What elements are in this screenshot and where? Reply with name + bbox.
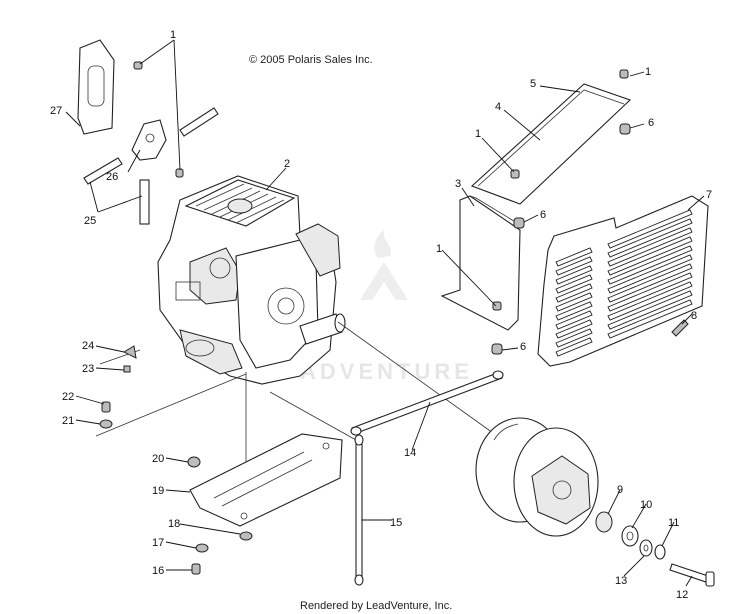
part-27-bracket	[77, 39, 115, 135]
grille-slot	[555, 256, 593, 276]
callout-14: 14	[404, 447, 416, 459]
part-16-bolt	[191, 563, 201, 575]
part-12-bolt	[669, 563, 715, 587]
part-3-bracket	[440, 195, 523, 331]
callout-6-a: 6	[648, 117, 654, 129]
grille-slot	[555, 301, 593, 321]
part-1-screw-right	[492, 69, 629, 311]
callout-6-c: 6	[520, 341, 526, 353]
callout-1-b: 1	[645, 66, 651, 78]
grille-slot	[607, 209, 693, 249]
grille-slots	[555, 209, 693, 357]
grille-slot	[607, 281, 693, 321]
callout-25: 25	[84, 215, 96, 227]
grille-slot	[607, 245, 693, 285]
adventure-watermark: ADVENTURE	[300, 230, 473, 384]
grille-slot	[555, 265, 593, 285]
grille-slot	[555, 283, 593, 303]
part-26-bracket	[131, 119, 167, 161]
part-21-washer	[99, 419, 113, 429]
part-20-nut	[187, 456, 201, 468]
callout-5: 5	[530, 78, 536, 90]
part-23-plug	[123, 365, 131, 373]
part-14-rod	[350, 370, 504, 436]
callout-17: 17	[152, 537, 164, 549]
grille-slot	[607, 227, 693, 267]
part-8-screw	[671, 319, 689, 337]
callout-7: 7	[706, 189, 712, 201]
callout-9: 9	[617, 484, 623, 496]
part-2-engine	[157, 175, 346, 385]
grille-slot	[607, 218, 693, 258]
part-19-plate	[189, 433, 343, 527]
part-15-rod	[354, 434, 364, 586]
grille-slot	[555, 319, 593, 339]
leader-lines	[65, 39, 705, 587]
grille-slot	[607, 263, 693, 303]
callout-26: 26	[106, 171, 118, 183]
footer-text: Rendered by LeadVenture, Inc.	[300, 600, 452, 612]
callout-13: 13	[615, 575, 627, 587]
callout-8: 8	[691, 310, 697, 322]
part-1-screw-topleft	[133, 61, 184, 178]
callout-3: 3	[455, 178, 461, 190]
callout-27: 27	[50, 105, 62, 117]
grille-slot	[607, 272, 693, 312]
grille-slot	[607, 299, 693, 339]
callout-21: 21	[62, 415, 74, 427]
callout-11: 11	[668, 517, 679, 529]
grille-slot	[555, 310, 593, 330]
part-18-washer	[239, 531, 253, 541]
grille-slot	[555, 337, 593, 357]
clutch-assembly	[475, 417, 599, 537]
callout-6-b: 6	[540, 209, 546, 221]
part-7-grille	[537, 195, 709, 367]
small-hardware	[99, 345, 253, 575]
callout-4: 4	[495, 101, 501, 113]
part-10-washer	[621, 525, 639, 547]
part-11-washer	[654, 544, 666, 560]
callout-24: 24	[82, 340, 94, 352]
callout-19: 19	[152, 485, 164, 497]
copyright-text: © 2005 Polaris Sales Inc.	[249, 54, 373, 66]
part-6-grommets	[491, 123, 631, 355]
callout-1-d: 1	[436, 243, 442, 255]
callout-2: 2	[284, 158, 290, 170]
callout-12: 12	[676, 589, 688, 601]
part-22-bolt	[101, 401, 111, 413]
callout-22: 22	[62, 391, 74, 403]
grille-slot	[555, 247, 593, 267]
grille-slot	[555, 328, 593, 348]
callout-15: 15	[390, 517, 402, 529]
grille-slot	[555, 292, 593, 312]
grille-slot	[555, 274, 593, 294]
grille-slot	[607, 236, 693, 276]
part-9-spacer	[595, 511, 613, 533]
callout-20: 20	[152, 453, 164, 465]
part-25-rods	[83, 107, 219, 225]
assembly-lines	[95, 321, 501, 514]
callout-numbers: 1 1 1 1 2 3 4 5 6 6 6 7 8 9 10 11 12 13 …	[50, 29, 712, 601]
part-13-washer	[639, 539, 653, 557]
callout-1-a: 1	[170, 29, 176, 41]
part-17-washer	[195, 543, 209, 553]
callout-10: 10	[640, 499, 652, 511]
grille-slot	[607, 254, 693, 294]
grille-slot	[607, 290, 693, 330]
callout-23: 23	[82, 363, 94, 375]
callout-16: 16	[152, 565, 164, 577]
part-24-fitting	[122, 345, 137, 359]
callout-18: 18	[168, 518, 180, 530]
watermark-text: ADVENTURE	[300, 359, 473, 384]
callout-1-c: 1	[475, 128, 481, 140]
